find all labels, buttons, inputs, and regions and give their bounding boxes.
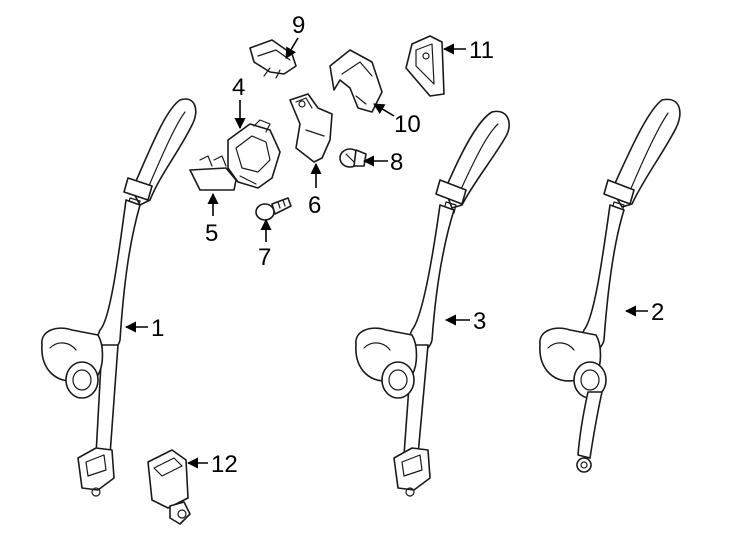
part-3-seat-belt-assembly[interactable]	[355, 110, 510, 497]
part-8-push-clip[interactable]	[339, 148, 367, 168]
part-10-trim-cover[interactable]	[329, 49, 383, 113]
callout-label-9: 9	[292, 12, 305, 39]
callout-label-7: 7	[258, 244, 271, 271]
callout-label-12: 12	[211, 451, 238, 478]
callout-label-8: 8	[390, 149, 403, 176]
callout-label-10: 10	[394, 111, 421, 138]
callout-label-4: 4	[232, 74, 245, 101]
callout-label-6: 6	[308, 192, 321, 219]
callout-label-3: 3	[473, 308, 486, 335]
part-4-guide-bracket[interactable]	[227, 119, 281, 189]
leader-line-10	[373, 103, 395, 117]
callout-label-5: 5	[205, 220, 218, 247]
callout-label-2: 2	[651, 299, 664, 326]
part-1-seat-belt-assembly[interactable]	[41, 98, 197, 497]
part-11-bracket-plate[interactable]	[405, 35, 445, 97]
callout-label-1: 1	[151, 315, 164, 342]
part-12-buckle[interactable]	[147, 449, 191, 525]
part-5-trim-clip[interactable]	[189, 155, 237, 191]
part-9-cover-cap[interactable]	[249, 39, 297, 79]
part-6-mounting-bracket[interactable]	[289, 93, 333, 163]
part-7-bolt[interactable]	[255, 197, 292, 221]
part-2-seat-belt-assembly[interactable]	[539, 98, 681, 473]
callout-label-11: 11	[469, 37, 494, 64]
leader-line-9	[285, 37, 299, 59]
